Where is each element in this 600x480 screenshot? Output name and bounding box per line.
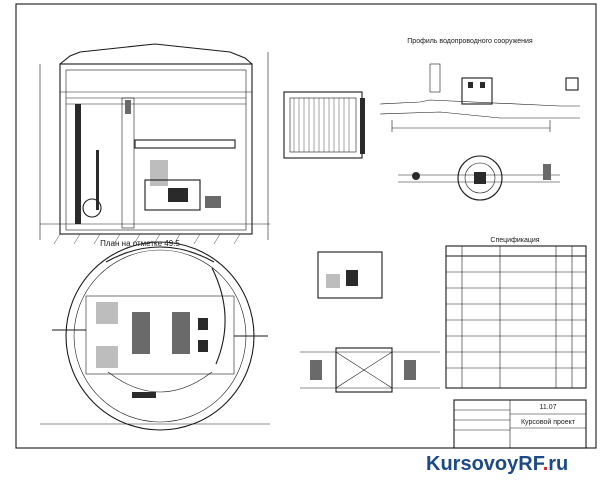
watermark-name: KursovoyRF [426,453,543,475]
grate-detail [283,91,365,159]
specification-title: Спецификация [490,237,539,244]
profile-title: Профиль водопроводного сооружения [407,38,533,45]
watermark-dot: . [542,453,549,475]
sheet-frame [15,3,597,449]
profile-diagram [379,63,580,132]
building-cross-section [39,43,270,245]
watermark-logo: KursovoyRF.ru [426,450,568,478]
station-plan [398,155,560,201]
title-block-code: 11.07 [540,404,557,411]
watermark-tld: ru [548,453,569,475]
plan-title: План на отметке 49.5 [100,239,180,248]
specification-table [445,245,587,389]
circular-plan [40,241,270,431]
title-block-project-type: Курсовой проект [521,418,576,426]
pipe-detail [300,251,440,393]
title-block [453,399,587,449]
